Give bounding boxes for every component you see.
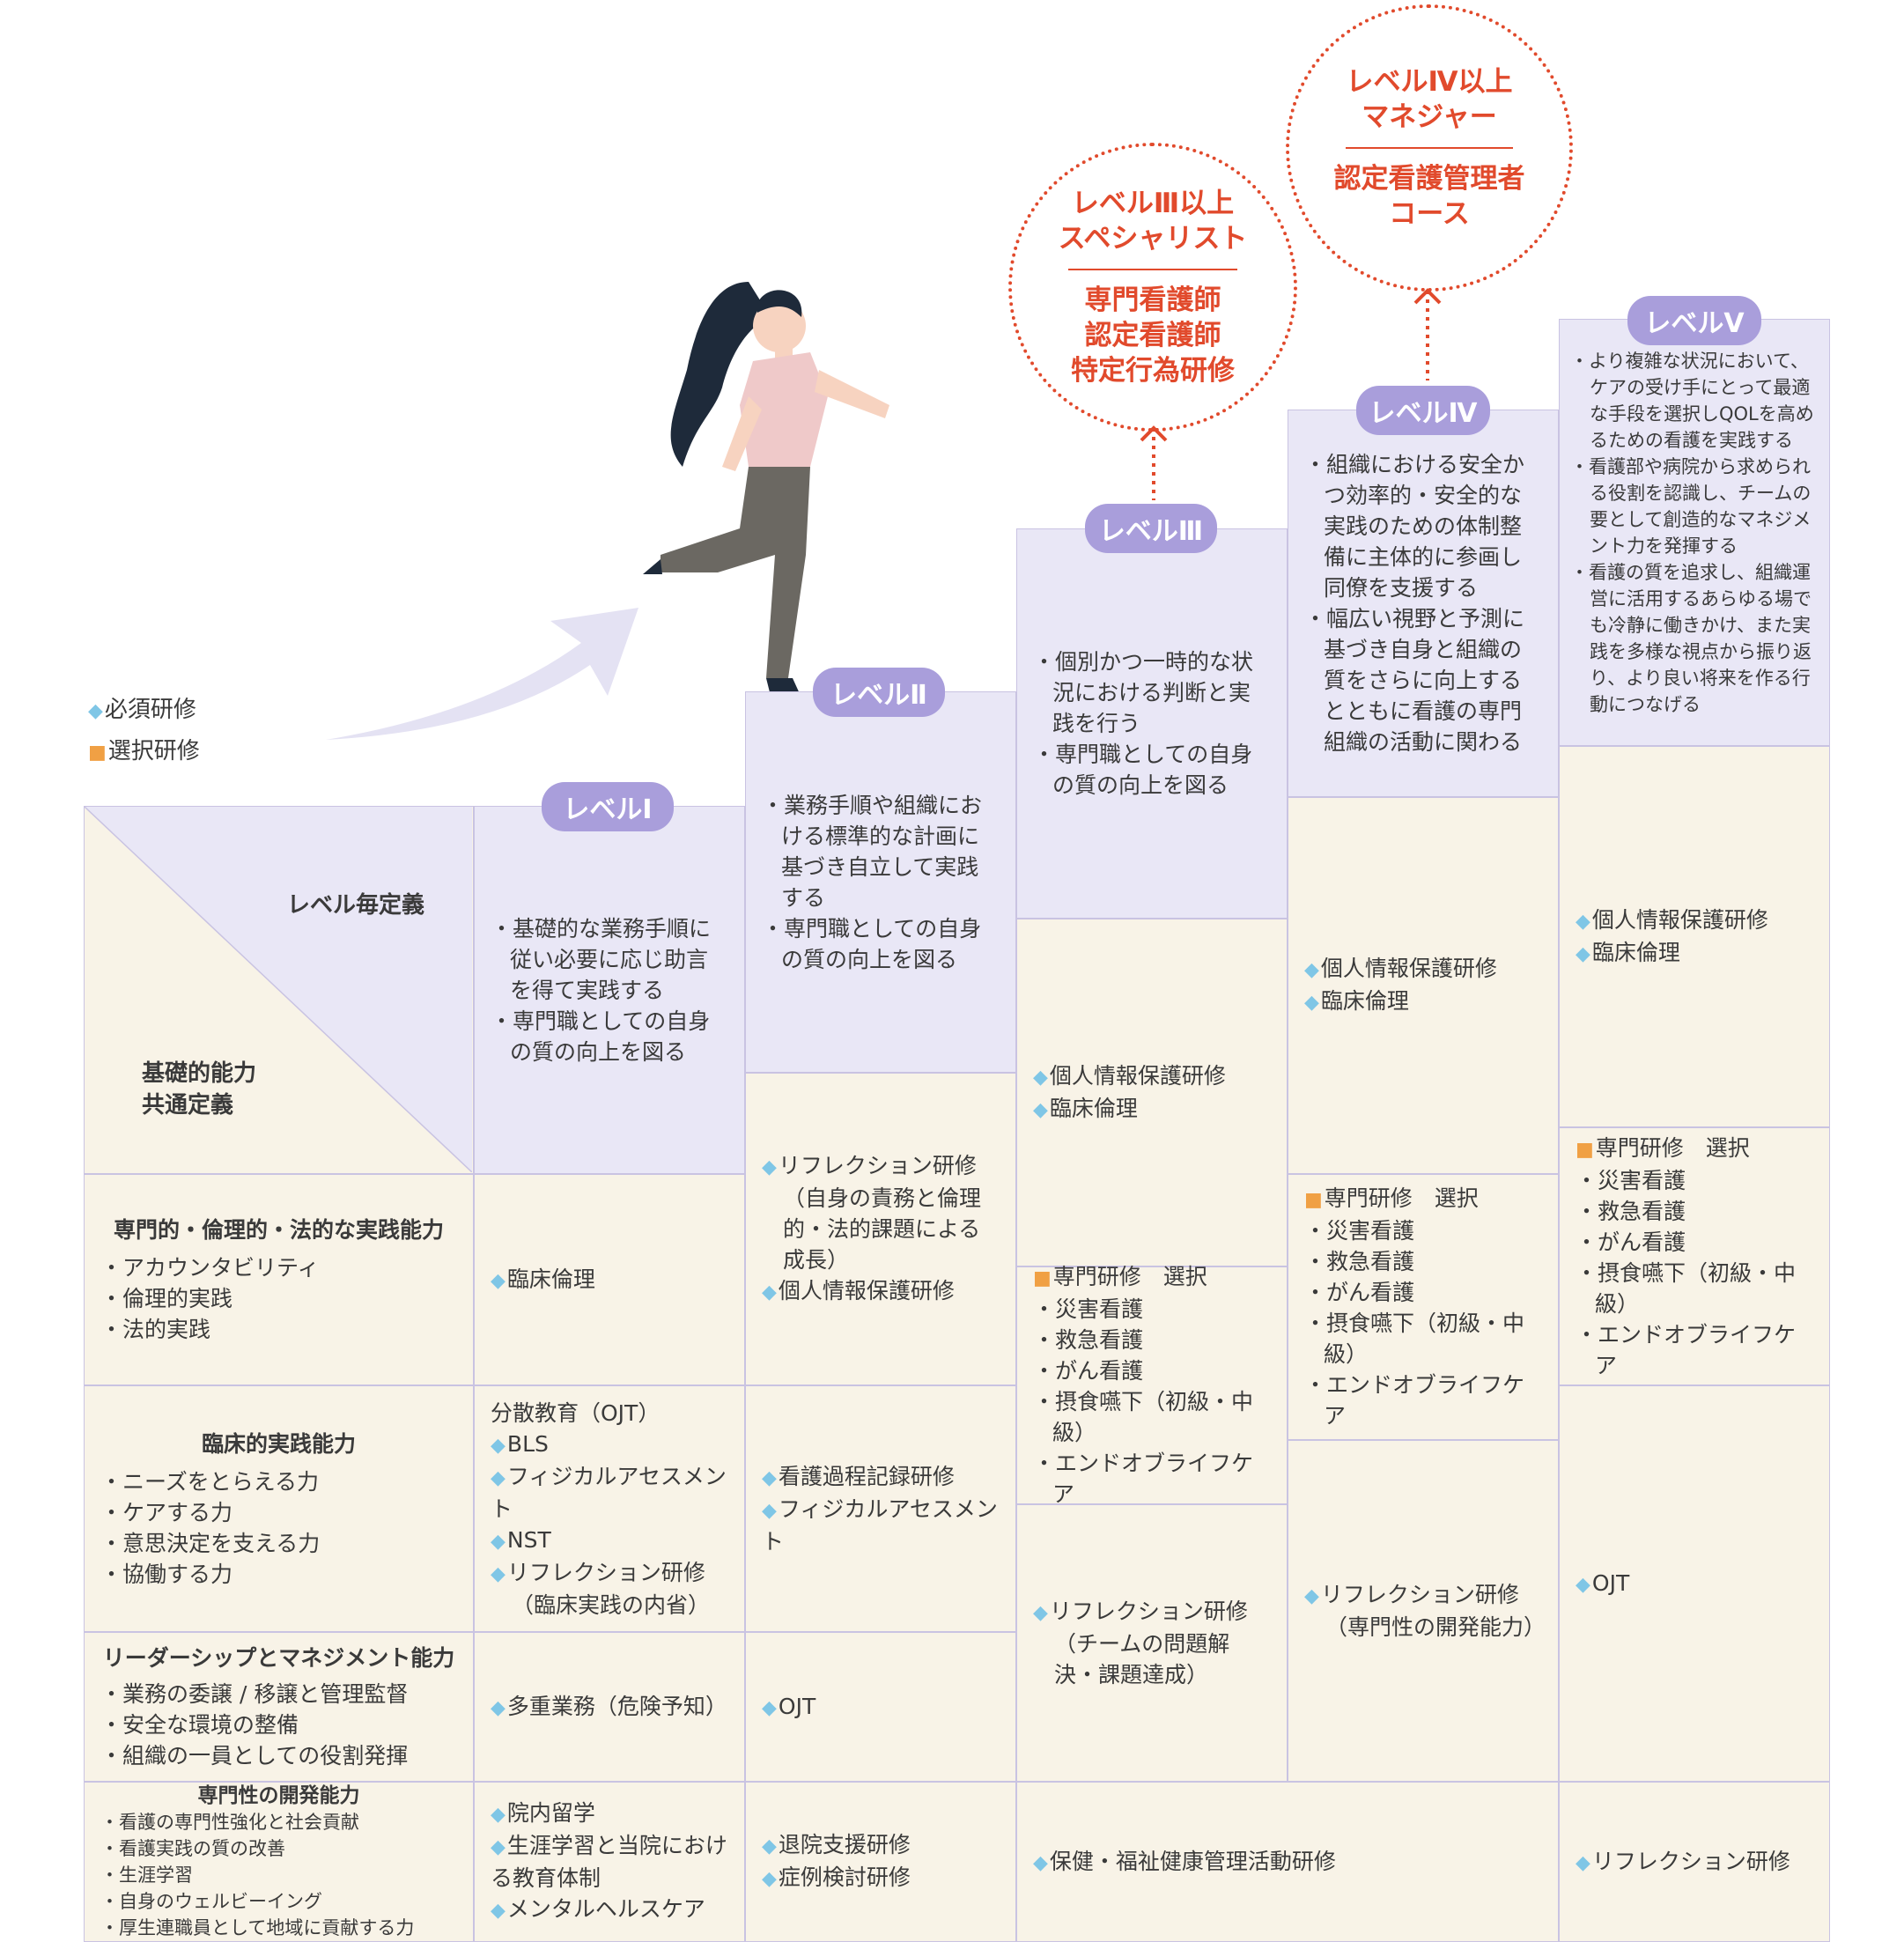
level2-badge: レベルⅡ: [813, 668, 945, 717]
level34-development: 保健・福祉健康管理活動研修: [1016, 1782, 1559, 1942]
level2-ethics: リフレクション研修 （自身の責務と倫理的・法的課題による成長） 個人情報保護研修: [745, 1073, 1016, 1385]
level1-development: 院内留学 生涯学習と当院における教育体制 メンタルヘルスケア: [474, 1782, 745, 1942]
level5-specialty: 専門研修 選択 災害看護 救急看護 がん看護 摂食嚥下（初級・中級） エンドオブ…: [1559, 1127, 1830, 1385]
level-def-label: レベル毎定義: [287, 892, 425, 919]
level3-upper: 個人情報保護研修 臨床倫理: [1016, 919, 1288, 1266]
level1-ethics: 臨床倫理: [474, 1174, 745, 1385]
level2-definition: 業務手順や組織における標準的な計画に基づき自立して実践する 専門職としての自身の…: [745, 691, 1016, 1073]
level1-clinical: 分散教育（OJT） BLS フィジカルアセスメント NST リフレクション研修 …: [474, 1385, 745, 1632]
legend: 必須研修 選択研修: [88, 691, 200, 765]
level2-leadership: OJT: [745, 1632, 1016, 1782]
category-ethics: 専門的・倫理的・法的な実践能力 アカウンタビリティ 倫理的実践 法的実践: [84, 1174, 474, 1385]
level5-ojt: OJT: [1559, 1385, 1830, 1782]
level4-definition: 組織における安全かつ効率的・安全的な実践のための体制整備に主体的に参画し同僚を支…: [1288, 410, 1559, 797]
level3-reflection: リフレクション研修 （チームの問題解決・課題達成）: [1016, 1504, 1288, 1782]
corner-diagonal: [85, 807, 472, 1172]
level2-development: 退院支援研修 症例検討研修: [745, 1782, 1016, 1942]
level1-badge: レベルⅠ: [542, 782, 674, 831]
level5-upper: 個人情報保護研修 臨床倫理: [1559, 746, 1830, 1127]
legend-elective: 選択研修: [88, 733, 200, 765]
level3-badge: レベルⅢ: [1085, 504, 1217, 553]
specialist-circle: レベルⅢ以上 スペシャリスト 専門看護師 認定看護師 特定行為研修: [1008, 143, 1297, 432]
running-nurse-illustration: [643, 282, 889, 698]
level5-definition: より複雑な状況において、ケアの受け手にとって最適な手段を選択しQOLを高めるため…: [1559, 319, 1830, 746]
manager-circle: レベルⅣ以上 マネジャー 認定看護管理者 コース: [1286, 4, 1573, 292]
level5-development: リフレクション研修: [1559, 1782, 1830, 1942]
category-leadership: リーダーシップとマネジメント能力 業務の委譲 / 移譲と管理監督 安全な環境の整…: [84, 1632, 474, 1782]
level5-badge: レベルⅤ: [1627, 296, 1761, 345]
level3-definition: 個別かつ一時的な状況における判断と実践を行う 専門職としての自身の質の向上を図る: [1016, 528, 1288, 919]
level3-specialty: 専門研修 選択 災害看護 救急看護 がん看護 摂食嚥下（初級・中級） エンドオブ…: [1016, 1264, 1288, 1507]
corner-header: レベル毎定義 基礎的能力 共通定義: [84, 806, 474, 1174]
category-clinical: 臨床的実践能力 ニーズをとらえる力 ケアする力 意思決定を支える力 協働する力: [84, 1385, 474, 1632]
category-development: 専門性の開発能力 看護の専門性強化と社会貢献 看護実践の質の改善 生涯学習 自身…: [84, 1782, 474, 1942]
connector-arrow-icon: [1413, 288, 1442, 380]
level1-definition: 基礎的な業務手順に従い必要に応じ助言を得て実践する 専門職としての自身の質の向上…: [474, 806, 745, 1174]
basic-def-label: 基礎的能力 共通定義: [142, 1060, 257, 1119]
level4-upper: 個人情報保護研修 臨床倫理: [1288, 797, 1559, 1174]
level4-badge: レベルⅣ: [1356, 386, 1490, 435]
level2-clinical: 看護過程記録研修 フィジカルアセスメント: [745, 1385, 1016, 1632]
connector-arrow-icon: [1140, 425, 1168, 500]
level1-leadership: 多重業務（危険予知）: [474, 1632, 745, 1782]
legend-required: 必須研修: [88, 691, 200, 724]
level4-specialty: 専門研修 選択 災害看護 救急看護 がん看護 摂食嚥下（初級・中級） エンドオブ…: [1288, 1174, 1559, 1440]
progress-arrow-icon: [326, 608, 638, 740]
level4-reflection: リフレクション研修 （専門性の開発能力）: [1288, 1440, 1559, 1782]
